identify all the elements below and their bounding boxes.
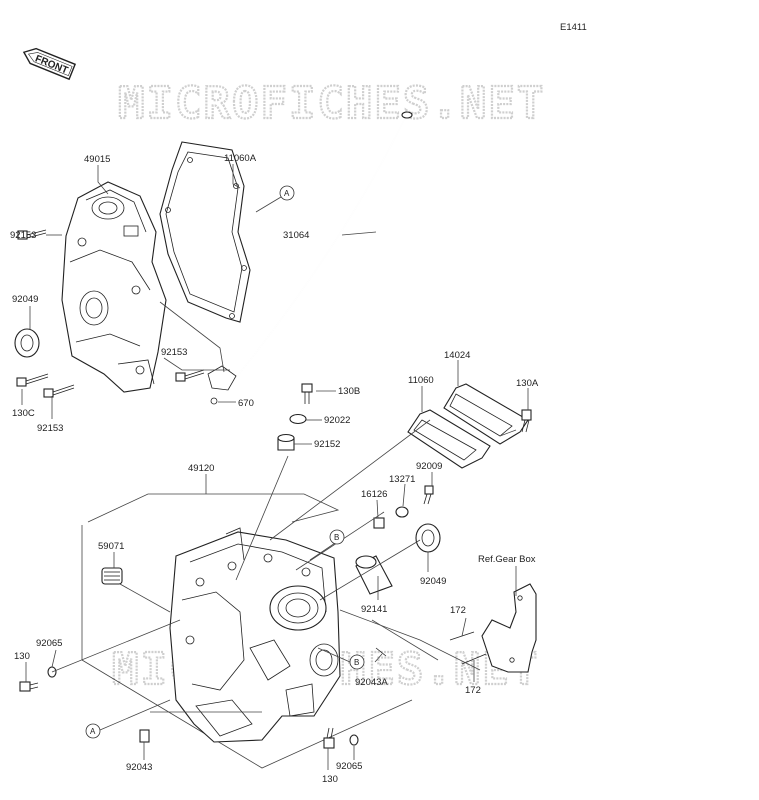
diagram-code: E1411 [560, 22, 587, 33]
pin-16126 [373, 517, 385, 529]
nut-13271 [395, 506, 409, 518]
assembly-bracket-top [87, 493, 340, 523]
callout-b-upper: B [329, 529, 345, 545]
washer-92065-bottom [349, 734, 359, 746]
part-label-670: 670 [238, 398, 254, 409]
gasket-11060 [407, 409, 491, 469]
svg-text:A: A [90, 727, 96, 736]
bolt-92153-mid [175, 369, 205, 382]
assembly-bracket-bottom [81, 659, 413, 769]
bolt-92153-lower [43, 384, 75, 398]
callout-b-lower: B [349, 654, 365, 670]
stud-172-lower [461, 653, 487, 665]
ref-gear-box-bracket [481, 566, 537, 673]
part-label-172-lower: 172 [465, 685, 481, 696]
watermark-top: MICROFICHES.NET [118, 78, 545, 129]
pin-92043A [375, 647, 387, 657]
part-label-172-upper: 172 [450, 605, 466, 616]
svg-text:B: B [354, 658, 359, 667]
part-label-92153-mid: 92153 [161, 347, 187, 358]
washer-92022 [289, 413, 307, 425]
part-label-11060A: 11060A [224, 153, 257, 164]
oil-dipstick-tube [207, 111, 413, 391]
bolt-130C [16, 373, 49, 387]
part-label-92141: 92141 [361, 604, 387, 615]
front-arrow-icon: FRONT [22, 47, 77, 81]
gasket-11060A [159, 141, 251, 323]
part-label-49015: 49015 [84, 154, 110, 165]
part-label-92153-lower: 92153 [37, 423, 63, 434]
o-ring-670 [210, 397, 218, 405]
crankcase-49120 [169, 527, 341, 743]
part-label-92043: 92043 [126, 762, 152, 773]
oil-seal-upper [14, 328, 40, 358]
svg-text:A: A [284, 189, 290, 198]
part-label-31064: 31064 [283, 230, 309, 241]
bolt-92009 [423, 485, 434, 505]
part-label-59071: 59071 [98, 541, 124, 552]
part-label-130-bottom: 130 [322, 774, 338, 785]
ref-gear-box-label: Ref.Gear Box [478, 554, 536, 565]
dowel-92043 [139, 729, 150, 743]
part-label-92153-upper: 92153 [10, 230, 36, 241]
part-label-92065-left: 92065 [36, 638, 62, 649]
callout-a-lower: A [85, 723, 101, 739]
bolt-130B [301, 383, 313, 404]
part-label-11060: 11060 [408, 375, 434, 386]
part-label-92022: 92022 [324, 415, 350, 426]
part-label-14024: 14024 [444, 350, 470, 361]
bolt-130A [521, 409, 532, 433]
part-label-92049-upper: 92049 [12, 294, 38, 305]
part-label-92049-lower: 92049 [420, 576, 446, 587]
bolt-92153-upper [17, 229, 47, 240]
part-label-130B: 130B [338, 386, 360, 397]
part-label-130A: 130A [516, 378, 539, 389]
part-label-92065-bottom: 92065 [336, 761, 362, 772]
part-label-16126: 16126 [361, 489, 387, 500]
part-label-130-left: 130 [14, 651, 30, 662]
svg-text:B: B [334, 533, 339, 542]
spring-59071 [101, 567, 123, 585]
part-label-92009: 92009 [416, 461, 442, 472]
callout-a-upper: A [279, 185, 295, 201]
part-label-92152: 92152 [314, 439, 340, 450]
part-label-13271: 13271 [389, 474, 415, 485]
plug-92152 [277, 433, 295, 451]
bushing-92141 [355, 555, 393, 595]
part-label-130C: 130C [12, 408, 35, 419]
gear-case-cover [61, 181, 167, 393]
bolt-130-bottom [323, 727, 335, 749]
bolt-130-left [19, 681, 39, 692]
part-label-92043A: 92043A [355, 677, 388, 688]
oil-seal-lower [415, 523, 441, 553]
part-label-49120: 49120 [188, 463, 214, 474]
